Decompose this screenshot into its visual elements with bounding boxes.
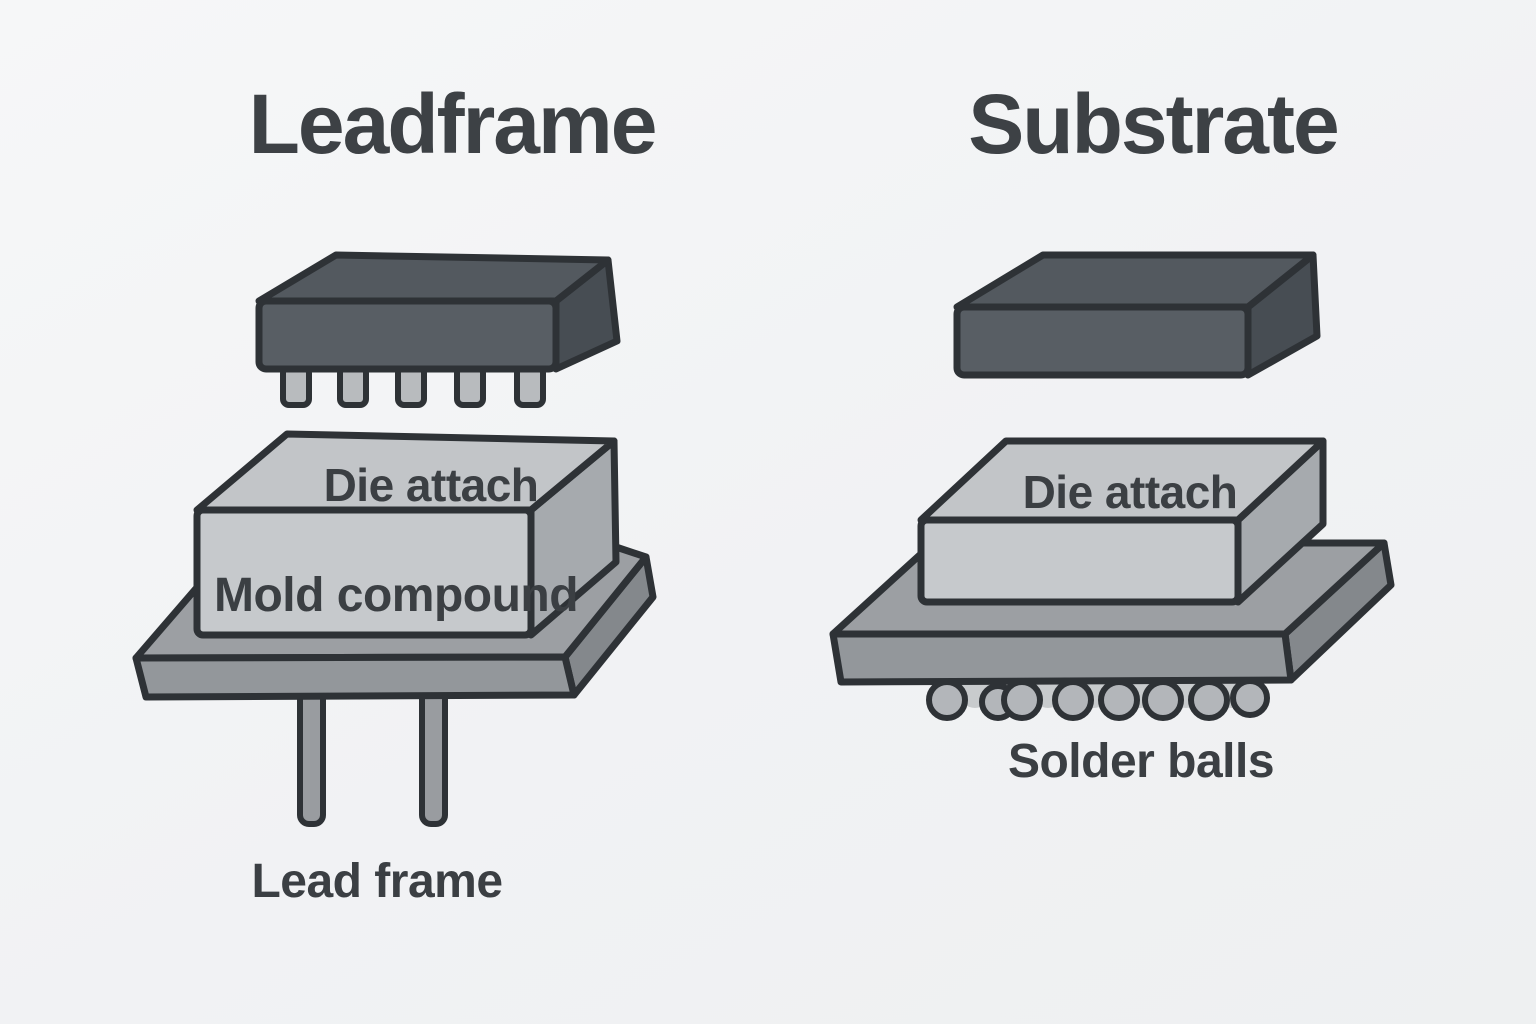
solder-ball <box>1230 678 1270 718</box>
chip-pin <box>454 364 486 408</box>
mold-compound-label: Mold compound <box>214 569 578 622</box>
substrate-chip-icon <box>953 251 1321 379</box>
die-attach-block <box>917 437 1327 606</box>
solder-ball <box>1098 679 1140 721</box>
solder-ball <box>1001 679 1043 721</box>
mold-compound-block <box>193 430 620 639</box>
leadframe-diagram: Leadframe Di <box>132 77 657 908</box>
chip-top-face <box>255 251 612 305</box>
chip-front-face <box>255 297 560 373</box>
solder-ball <box>1052 679 1094 721</box>
die-attach-label: Die attach <box>1023 466 1238 518</box>
leadframe-chip-icon <box>255 251 621 408</box>
chip-pin <box>280 364 312 408</box>
substrate-title: Substrate <box>968 77 1337 171</box>
leadframe-leg <box>419 685 448 827</box>
base-front-face <box>132 653 578 701</box>
chip-front-face <box>953 303 1252 379</box>
chip-top-face <box>953 251 1317 311</box>
substrate-diagram: Substrate <box>829 77 1395 788</box>
block-front-face <box>917 516 1242 606</box>
block-front-face <box>193 506 535 639</box>
leadframe-legs <box>297 685 448 827</box>
chip-pin <box>514 364 546 408</box>
leadframe-title: Leadframe <box>249 77 656 171</box>
solder-ball <box>926 679 968 721</box>
chip-pin <box>337 364 369 408</box>
solder-ball <box>1188 679 1230 721</box>
solder-balls-label: Solder balls <box>1008 735 1274 788</box>
base-front-face <box>829 630 1295 686</box>
chip-pin <box>395 364 427 408</box>
die-attach-label: Die attach <box>324 459 539 511</box>
lead-frame-label: Lead frame <box>251 855 502 908</box>
leadframe-leg <box>297 685 326 827</box>
solder-ball <box>1142 679 1184 721</box>
